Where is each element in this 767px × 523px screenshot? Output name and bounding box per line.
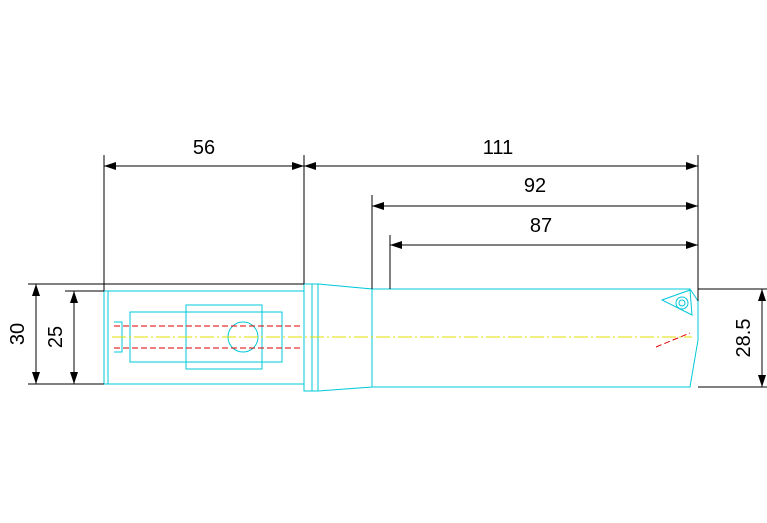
dim-cutting-diameter: 28.5 xyxy=(733,289,766,387)
extension-lines xyxy=(28,155,767,388)
body-outline xyxy=(372,288,699,388)
dim-overall-length: 111 xyxy=(304,137,698,170)
dim-flute-length-outer: 92 xyxy=(372,175,698,210)
dim-label-28-5: 28.5 xyxy=(733,319,755,358)
hidden-lines xyxy=(114,325,691,349)
insert-screw-outer xyxy=(675,296,689,310)
dim-label-25: 25 xyxy=(45,326,67,348)
taper-outline xyxy=(317,283,373,392)
dim-shank-diameter-inner: 25 xyxy=(45,291,78,384)
dim-shank-diameter-outer: 30 xyxy=(7,284,40,384)
insert-outline xyxy=(660,289,693,316)
dim-flute-length-inner: 87 xyxy=(390,215,698,249)
hidden-line-insert xyxy=(655,332,691,348)
dim-shank-length: 56 xyxy=(104,137,304,170)
dim-label-111: 111 xyxy=(483,137,513,159)
dim-label-87: 87 xyxy=(530,215,552,237)
dim-label-92: 92 xyxy=(524,175,546,197)
dim-label-30: 30 xyxy=(7,323,29,345)
dim-label-56: 56 xyxy=(193,137,215,159)
insert-screw-inner xyxy=(678,299,686,307)
